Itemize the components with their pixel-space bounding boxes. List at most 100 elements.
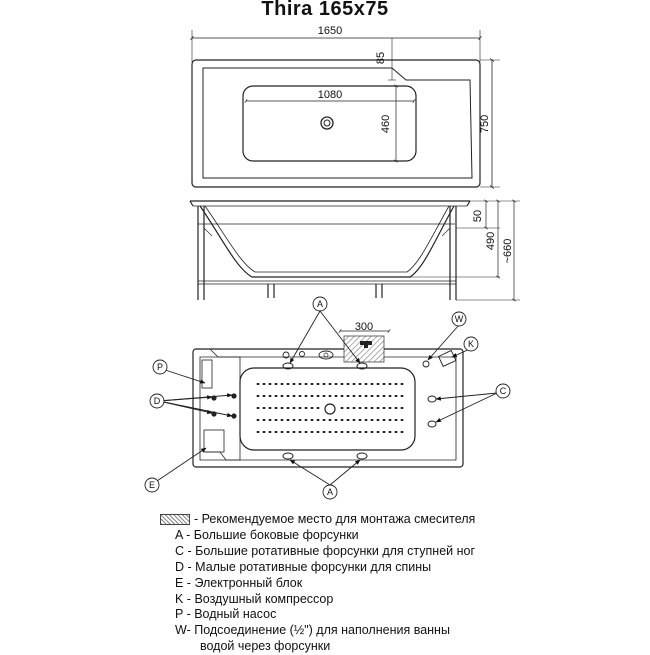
air-jet-dot [268, 407, 272, 409]
air-jet-dot [322, 395, 326, 397]
air-jet-dot [286, 407, 290, 409]
jet-c-2 [427, 420, 437, 428]
air-jet-dot [298, 431, 302, 433]
callout-e [144, 477, 160, 493]
legend: - Рекомендуемое место для монтажа смесит… [160, 512, 640, 655]
legend-row-mixer: - Рекомендуемое место для монтажа смесит… [160, 512, 640, 528]
air-jet-dot [298, 383, 302, 385]
air-jet-dot [364, 407, 368, 409]
air-jet-dot [394, 383, 398, 385]
air-jet-dot [322, 419, 326, 421]
air-jet-dot [286, 383, 290, 385]
air-jet-dot [340, 383, 344, 385]
air-jet-dot [382, 407, 386, 409]
air-jet-dot [400, 407, 404, 409]
legend-text-mixer: - Рекомендуемое место для монтажа смесит… [194, 512, 476, 526]
air-jet-dot [376, 383, 380, 385]
air-jet-dot [394, 395, 398, 397]
callout-e-text: E [149, 480, 155, 490]
air-jet-dot [280, 383, 284, 385]
air-jet-dot [328, 383, 332, 385]
air-jet-dot [256, 419, 260, 421]
jet-d-4 [231, 413, 237, 419]
plan-view [192, 329, 464, 468]
air-jet-dot [370, 383, 374, 385]
callout-a-bottom-text: A [327, 487, 333, 497]
callout-p [152, 359, 168, 375]
dim-length: 1650 [318, 25, 342, 37]
callout-a-top [312, 296, 328, 312]
legend-row-p: P - Водный насос [175, 607, 277, 622]
tub-shell-side [199, 205, 455, 278]
air-jet-dot [262, 419, 266, 421]
air-jet-dot [304, 407, 308, 409]
air-jet-dot [286, 395, 290, 397]
air-jet-dot [364, 383, 368, 385]
air-jet-dot [262, 431, 266, 433]
air-jet-dot [256, 431, 260, 433]
electronic-block [203, 429, 225, 453]
air-jet-dot [322, 431, 326, 433]
air-jet-dot [292, 419, 296, 421]
air-jet-dot [262, 407, 266, 409]
callout-p-text: P [157, 362, 163, 372]
air-jet-dot [328, 395, 332, 397]
air-jet-dot [316, 395, 320, 397]
drain-icon [320, 116, 334, 130]
air-jet-dot [292, 407, 296, 409]
air-jet-dot [274, 407, 278, 409]
legend-row-w-cont: водой через форсунки [200, 639, 331, 654]
jet-a-4 [356, 452, 368, 460]
callout-leaders [153, 310, 498, 486]
dim-total-height: ~660 [502, 239, 514, 264]
air-jet-dot [382, 383, 386, 385]
air-jet-dot [298, 395, 302, 397]
callout-k-text: K [468, 339, 474, 349]
air-jet-dot [382, 431, 386, 433]
jet-a-2 [356, 362, 368, 370]
jet-d-3 [231, 393, 237, 399]
legend-row-c: C - Большие ротативные форсунки для ступ… [175, 543, 476, 558]
air-jet-dot [268, 383, 272, 385]
air-jet-dot [346, 407, 350, 409]
air-jet-dot [310, 431, 314, 433]
air-jet-dot [364, 395, 368, 397]
air-jet-dot [388, 383, 392, 385]
air-jet-dot [400, 431, 404, 433]
air-jet-dot [364, 419, 368, 421]
dim-width: 750 [479, 115, 491, 133]
mixer-zone [343, 335, 385, 363]
air-jet-dot [394, 419, 398, 421]
air-jet-dot [280, 395, 284, 397]
air-jet-dot [394, 431, 398, 433]
air-jet-dot [310, 419, 314, 421]
air-jet-dot [346, 419, 350, 421]
air-jet-dot [280, 407, 284, 409]
air-jet-dot [388, 407, 392, 409]
hatch-swatch-icon [160, 514, 190, 526]
air-jet-dot [328, 431, 332, 433]
air-jet-dot [298, 407, 302, 409]
air-jet-dot [358, 407, 362, 409]
callout-a-bottom [322, 484, 338, 500]
air-jet-dot [394, 407, 398, 409]
air-jet-dot [262, 395, 266, 397]
air-jet-dot [292, 395, 296, 397]
air-jet-dot [340, 395, 344, 397]
legend-row-w: W- Подсоединение (½") для наполнения ван… [175, 623, 450, 638]
air-jet-dot [310, 407, 314, 409]
air-jet-dot [274, 383, 278, 385]
air-jet-dot [346, 431, 350, 433]
callout-w [451, 311, 467, 327]
air-jet-dot [298, 419, 302, 421]
air-jet-dot [262, 383, 266, 385]
air-jet-dot [400, 419, 404, 421]
air-jet-dot [268, 419, 272, 421]
air-jet-dot [364, 431, 368, 433]
legend-row-k: K - Воздушный компрессор [175, 591, 334, 606]
air-jet-dot [400, 383, 404, 385]
dim-depth: 490 [485, 232, 497, 250]
callout-w-text: W [455, 314, 464, 324]
tub-basin-plan [239, 367, 416, 451]
